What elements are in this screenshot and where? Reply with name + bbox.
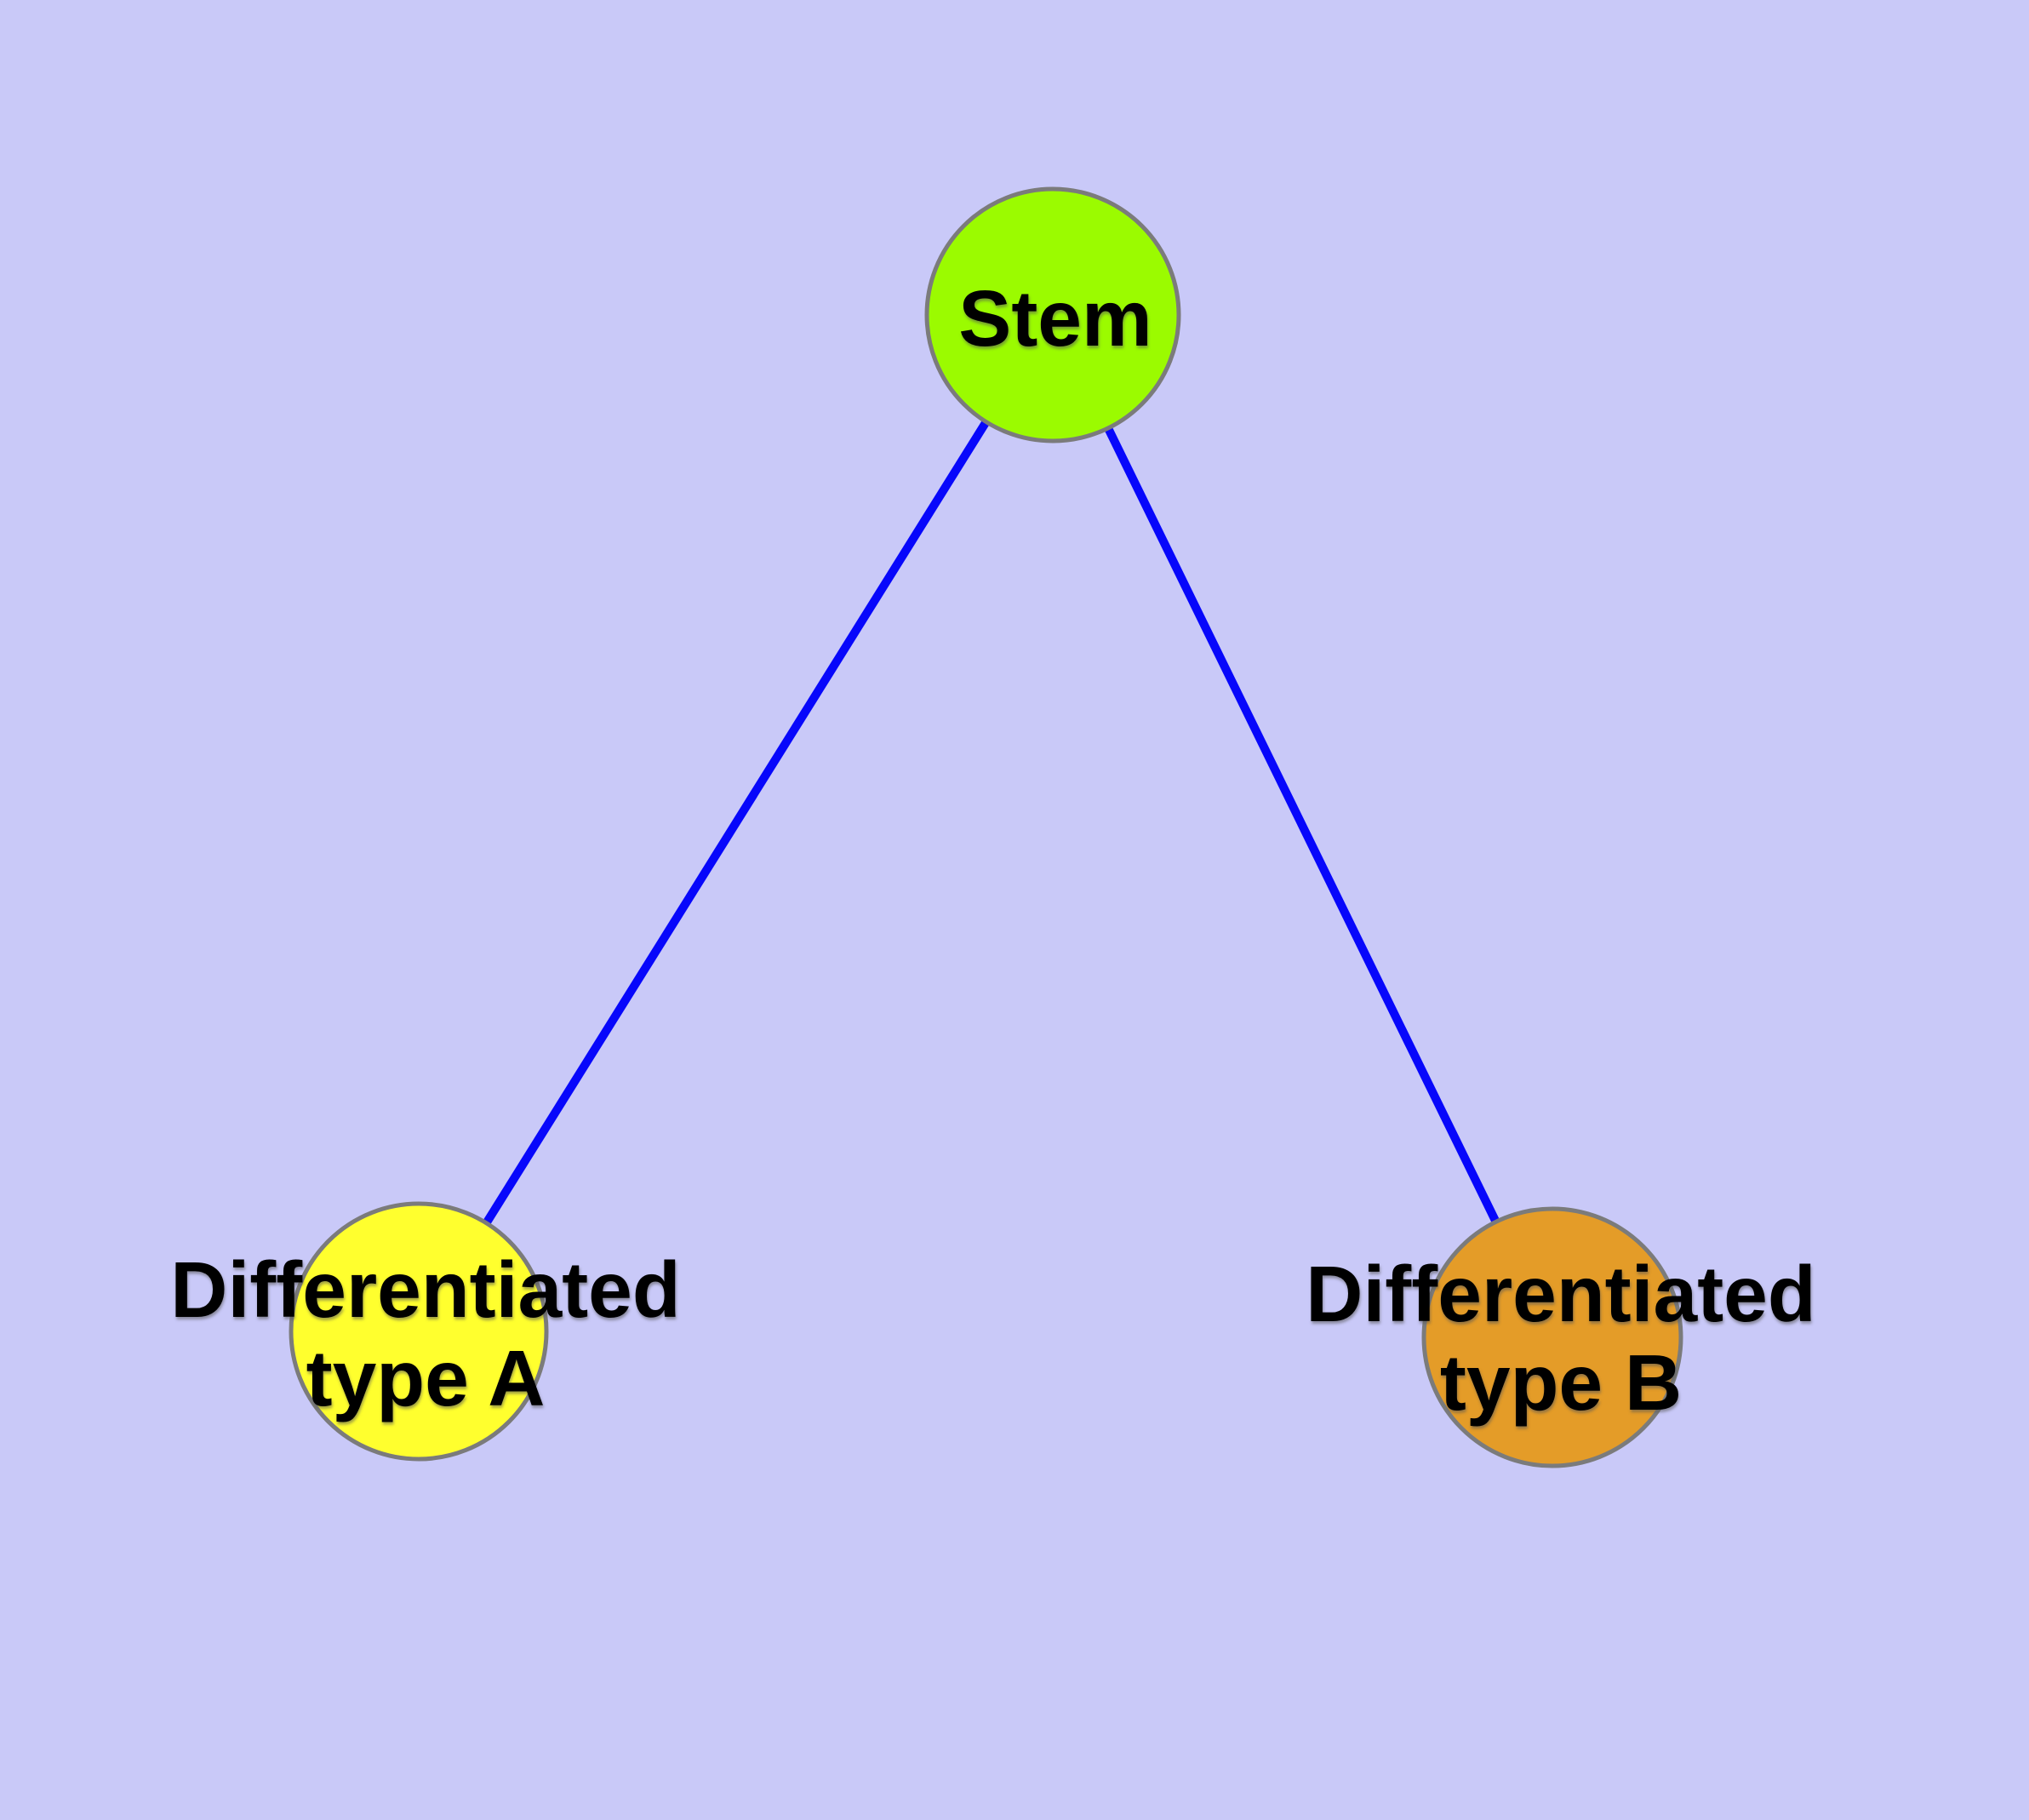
node-type-b — [1421, 1206, 1683, 1468]
edge-stem-to-type-a — [414, 312, 1057, 1334]
node-stem — [924, 186, 1181, 444]
edge-stem-to-type-b — [1049, 312, 1557, 1340]
node-type-a — [289, 1201, 549, 1462]
